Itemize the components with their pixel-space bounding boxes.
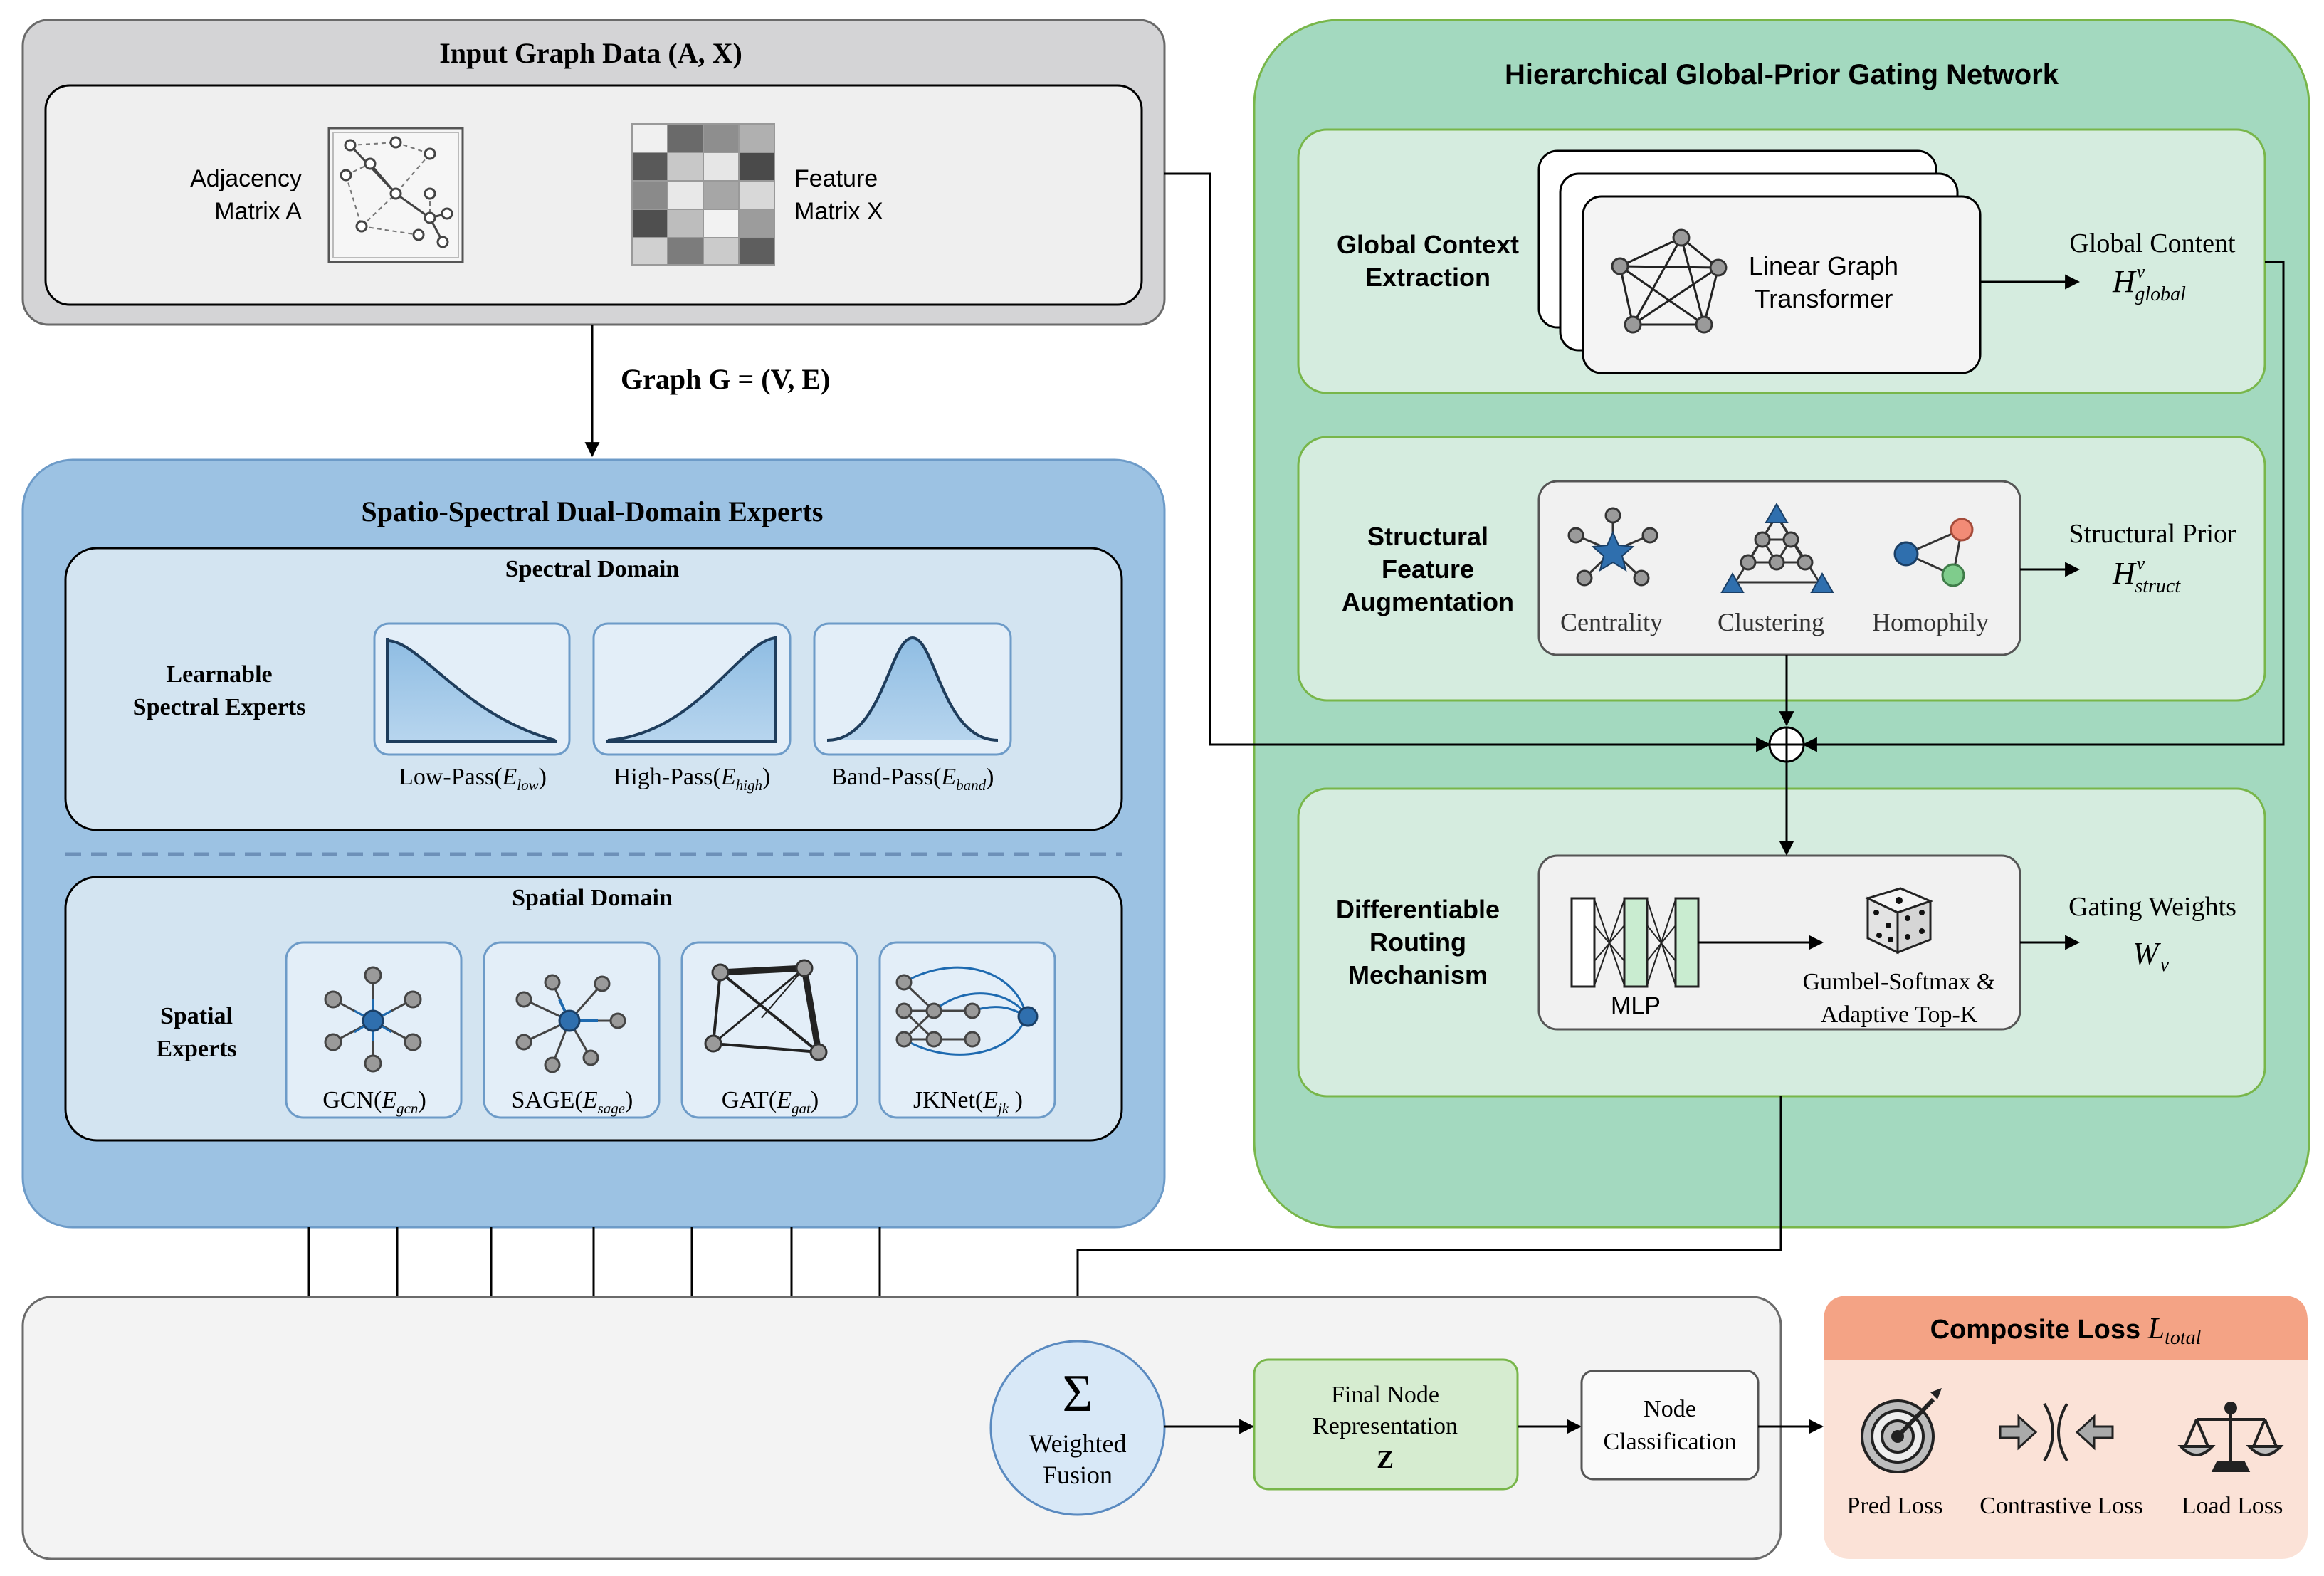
final-label-2: Representation (1313, 1413, 1458, 1439)
struct-out-label: Structural Prior (2068, 519, 2236, 549)
classification-label-2: Classification (1604, 1429, 1737, 1455)
mlp-icon (1570, 897, 1700, 988)
filter-label-high: High-Pass(Ehigh) (614, 764, 771, 794)
routing-label-2: Routing (1369, 928, 1466, 957)
spectral-title: Spectral Domain (505, 556, 680, 582)
sum-node (1768, 726, 1805, 763)
contrastive-icon (1999, 1402, 2114, 1462)
loss-item-3: Load Loss (2182, 1493, 2283, 1519)
adjacency-label-line1: Adjacency (190, 165, 302, 192)
node-classification-box (1580, 1370, 1760, 1481)
dice-icon (1864, 887, 1934, 955)
input-panel: Input Graph Data (A, X) Adjacency Matrix… (21, 19, 1166, 326)
fusion-symbol: Σ (1062, 1365, 1093, 1423)
filter-label-low: Low-Pass(Elow) (399, 764, 547, 794)
band-pass-filter (813, 622, 1012, 756)
feature-matrix-icon (631, 123, 775, 266)
global-label-2: Extraction (1365, 263, 1490, 292)
classification-label-1: Node (1644, 1396, 1696, 1422)
routing-label-1: Differentiable (1336, 895, 1500, 924)
target-icon (1861, 1388, 1942, 1473)
model-label-gat: GAT(Egat) (722, 1087, 819, 1117)
gat-icon (680, 941, 858, 1119)
routing-out-label: Gating Weights (2068, 892, 2236, 922)
gumbel-label-2: Adaptive Top-K (1821, 1002, 1978, 1028)
clustering-icon (1720, 502, 1834, 593)
final-label-3: Z (1377, 1445, 1394, 1473)
composite-loss-panel: Composite Loss Ltotal Pre (1824, 1296, 2308, 1559)
loss-item-1: Pred Loss (1846, 1493, 1942, 1519)
input-title: Input Graph Data (A, X) (439, 37, 742, 69)
routing-label-3: Mechanism (1348, 960, 1488, 989)
adjacency-graph-icon (327, 127, 464, 263)
model-label-gcn: GCN(Egcn) (322, 1087, 426, 1117)
struct-label-3: Augmentation (1342, 587, 1514, 616)
feature-label-line2: Matrix X (794, 198, 883, 225)
balance-scale-icon (2177, 1402, 2284, 1472)
final-label-1: Final Node (1331, 1382, 1439, 1408)
jknet-icon (878, 941, 1056, 1119)
centrality-icon (1567, 507, 1658, 587)
struct-label-2: Feature (1382, 555, 1474, 584)
model-label-sage: SAGE(Esage) (512, 1087, 633, 1117)
struct-icon-label-centrality: Centrality (1560, 608, 1663, 636)
struct-icon-label-clustering: Clustering (1718, 608, 1824, 636)
spatial-side-label-1: Spatial (160, 1003, 233, 1029)
gating-panel: Hierarchical Global-Prior Gating Network… (1253, 19, 2310, 1229)
loss-item-2: Contrastive Loss (1979, 1493, 2142, 1519)
fusion-label-2: Fusion (1043, 1461, 1113, 1489)
struct-label-1: Structural (1367, 522, 1488, 551)
gumbel-label-1: Gumbel-Softmax & (1802, 969, 1995, 995)
low-pass-filter (373, 622, 571, 756)
fusion-panel: Σ Weighted Fusion Final Node Representat… (21, 1296, 1824, 1560)
model-label-jk: JKNet(Ejk ) (913, 1087, 1023, 1117)
routing-out-symbol: Wv (2133, 936, 2170, 976)
transformer-label-1: Linear Graph (1749, 251, 1898, 280)
spectral-side-label-1: Learnable (166, 661, 272, 688)
experts-title: Spatio-Spectral Dual-Domain Experts (362, 495, 824, 527)
spectral-side-label-2: Spectral Experts (133, 694, 306, 720)
high-pass-filter (592, 622, 792, 756)
struct-icon-label-homophily: Homophily (1872, 608, 1989, 636)
spatial-side-label-2: Experts (156, 1036, 236, 1062)
experts-panel: Spatio-Spectral Dual-Domain Experts Spec… (21, 458, 1166, 1229)
sage-icon (483, 941, 661, 1119)
global-label-1: Global Context (1337, 230, 1519, 259)
spatial-title: Spatial Domain (512, 885, 673, 911)
homophily-icon (1893, 518, 1974, 587)
gcn-icon (285, 941, 463, 1119)
global-out-label: Global Content (2069, 228, 2236, 258)
fusion-label-1: Weighted (1029, 1429, 1126, 1458)
filter-label-band: Band-Pass(Eband) (831, 764, 994, 794)
graph-label: Graph G = (V, E) (621, 363, 830, 395)
final-representation-box (1253, 1358, 1519, 1491)
transformer-label-2: Transformer (1755, 284, 1893, 313)
loss-title-text: Composite Loss Ltotal (1930, 1313, 2202, 1349)
linear-graph-transformer-stack (1537, 149, 1982, 374)
adjacency-label-line2: Matrix A (214, 198, 302, 225)
feature-label-line1: Feature (794, 165, 878, 192)
mlp-label: MLP (1611, 992, 1661, 1019)
gating-title: Hierarchical Global-Prior Gating Network (1505, 59, 2059, 90)
routing-out-math: Wv (2133, 936, 2170, 976)
weighted-fusion-node (989, 1340, 1166, 1516)
loss-title: Composite Loss Ltotal (1930, 1313, 2202, 1349)
